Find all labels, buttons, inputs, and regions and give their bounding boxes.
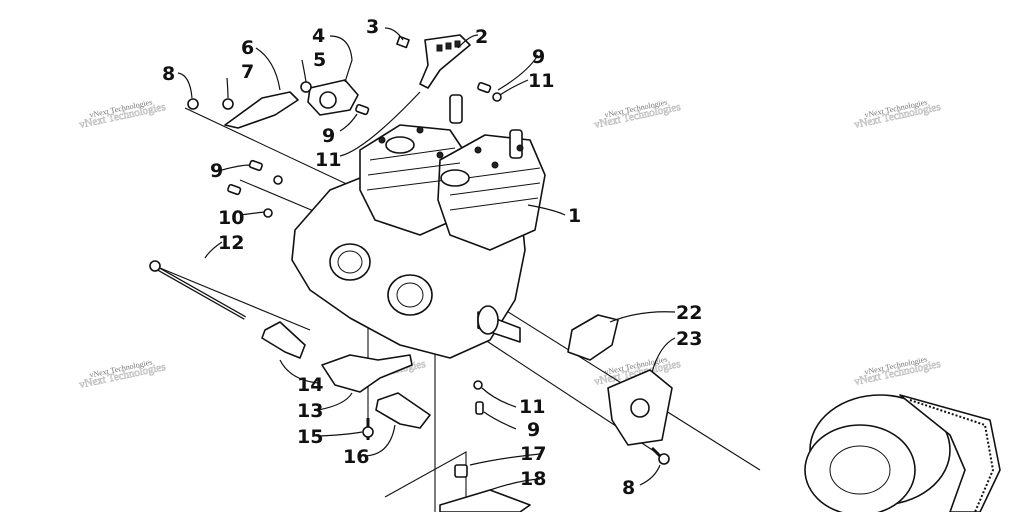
part-13-mount-bracket [321, 354, 413, 393]
drive-clutch-and-belt [804, 394, 1001, 512]
callout-7: 7 [241, 61, 254, 83]
part-8-bolt-lower [650, 446, 670, 465]
part-5-nut [300, 81, 312, 93]
part-9-pins [227, 81, 492, 415]
callout-16: 16 [343, 446, 369, 468]
part-8-bolt [187, 98, 199, 110]
callout-6: 6 [241, 37, 254, 59]
leader-lines [177, 27, 676, 491]
part-17-bushing [454, 464, 468, 478]
part-18-mount-plate [439, 489, 531, 512]
part-22-shield [567, 314, 619, 361]
callout-18: 18 [520, 468, 546, 490]
callout-13: 13 [297, 400, 323, 422]
callout-5: 5 [313, 49, 326, 71]
callout-9-left: 9 [210, 160, 223, 182]
callout-17: 17 [520, 443, 546, 465]
callout-9-lower: 9 [527, 419, 540, 441]
callout-numbers: 1 2 3 4 5 6 7 8 9 10 11 12 13 14 15 16 1… [162, 16, 702, 499]
callout-22: 22 [676, 302, 702, 324]
part-6-bracket [224, 91, 299, 129]
callout-2: 2 [475, 26, 488, 48]
callout-4: 4 [312, 25, 325, 47]
callout-3: 3 [366, 16, 379, 38]
part-10-washers [263, 175, 283, 218]
part-12-long-bolt [149, 260, 246, 320]
part-3-bolt [396, 35, 410, 49]
callout-8-lower: 8 [622, 477, 635, 499]
callout-11-lower: 11 [519, 396, 545, 418]
part-14-bushing [261, 321, 306, 359]
part-16-sleeve [375, 392, 431, 429]
part-23-plate [607, 369, 673, 446]
callout-11: 11 [315, 149, 341, 171]
part-7-nut [222, 98, 234, 110]
engine-block [291, 94, 546, 359]
callout-9-upper-right: 9 [532, 46, 545, 68]
callout-23: 23 [676, 328, 702, 350]
callout-12: 12 [218, 232, 244, 254]
callout-9: 9 [322, 125, 335, 147]
part-11-washers [473, 92, 502, 390]
callout-11-upper-right: 11 [528, 70, 554, 92]
part-2-handle [419, 34, 471, 89]
callout-15: 15 [297, 426, 323, 448]
callout-10: 10 [218, 207, 244, 229]
part-15-bolt [362, 418, 374, 440]
part-4-mount [307, 79, 359, 116]
callout-8: 8 [162, 63, 175, 85]
callout-14: 14 [297, 374, 323, 396]
callout-1: 1 [568, 205, 581, 227]
